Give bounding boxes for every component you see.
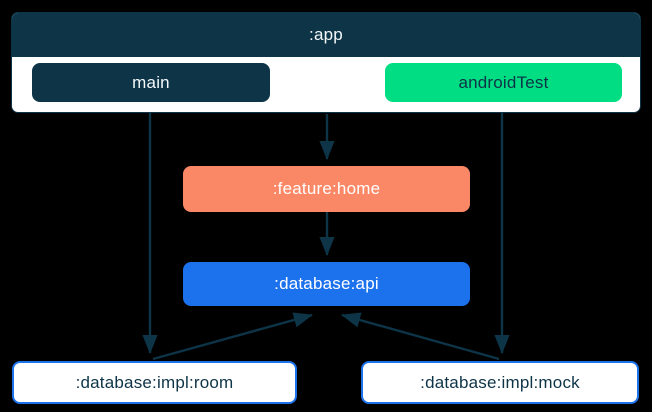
node-feature-home[interactable]: :feature:home xyxy=(183,166,470,212)
node-androidtest[interactable]: androidTest xyxy=(385,63,622,102)
node-database-impl-room-label: :database:impl:room xyxy=(75,372,234,392)
node-main-label: main xyxy=(132,72,170,92)
node-database-impl-mock-label: :database:impl:mock xyxy=(420,372,580,392)
node-database-api-label: :database:api xyxy=(274,274,379,293)
node-main[interactable]: main xyxy=(32,63,270,102)
edge-database-impl-room-to-database-api xyxy=(152,312,313,361)
node-database-api[interactable]: :database:api xyxy=(183,262,470,306)
node-database-impl-room[interactable]: :database:impl:room xyxy=(12,361,297,404)
node-feature-home-label: :feature:home xyxy=(272,179,381,198)
cluster-app-label: :app xyxy=(12,13,640,57)
node-database-impl-mock[interactable]: :database:impl:mock xyxy=(361,361,639,404)
edge-database-impl-mock-to-database-api xyxy=(341,312,500,361)
node-androidtest-label: androidTest xyxy=(458,72,549,92)
